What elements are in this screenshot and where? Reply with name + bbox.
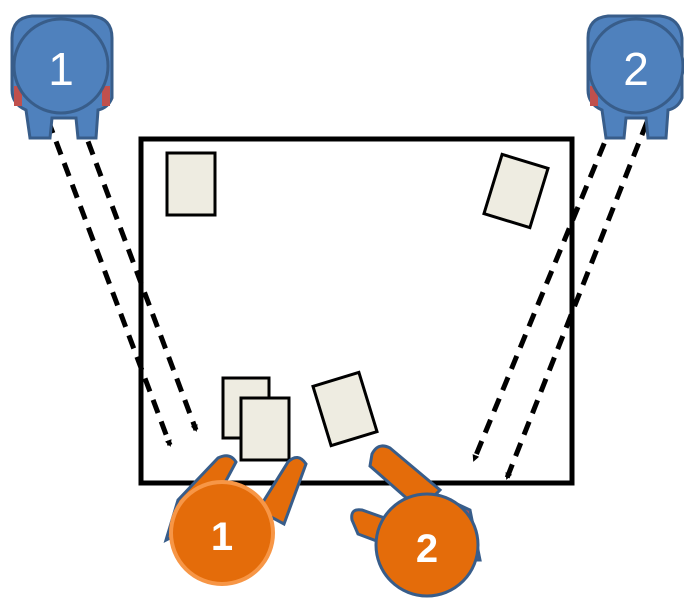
participant-blue-1-accent-left (14, 86, 22, 106)
participant-orange-1: 1 (163, 454, 308, 586)
participant-blue-2-label: 2 (623, 43, 649, 95)
participant-orange-1-head (169, 480, 275, 586)
participant-blue-2-accent-left (590, 86, 598, 106)
card-bottom-tilted (311, 370, 379, 448)
cards (165, 151, 550, 462)
gaze-arrows (45, 119, 650, 480)
gaze-arrow-1b (77, 119, 199, 432)
participant-blue-2: 2 (586, 14, 684, 140)
gaze-arrow-2a (471, 121, 616, 462)
card-top-left (165, 151, 217, 217)
participant-blue-1-accent-right (102, 86, 110, 106)
participant-blue-1-head (12, 17, 110, 115)
gaze-arrow-2b (504, 121, 650, 480)
participant-orange-2-head (374, 492, 480, 598)
gaze-arrow-1a (45, 119, 173, 447)
card-top-right (482, 152, 550, 230)
participant-orange-2: 2 (350, 444, 482, 598)
participant-blue-2-head (587, 17, 684, 115)
participant-blue-1: 1 (10, 14, 114, 140)
participant-orange-1-arm-right (255, 456, 308, 527)
participant-blue-1-label: 1 (48, 43, 74, 95)
participant-orange-2-label: 2 (416, 527, 438, 571)
card-bottom-front (239, 396, 291, 462)
participant-orange-1-label: 1 (211, 515, 233, 559)
